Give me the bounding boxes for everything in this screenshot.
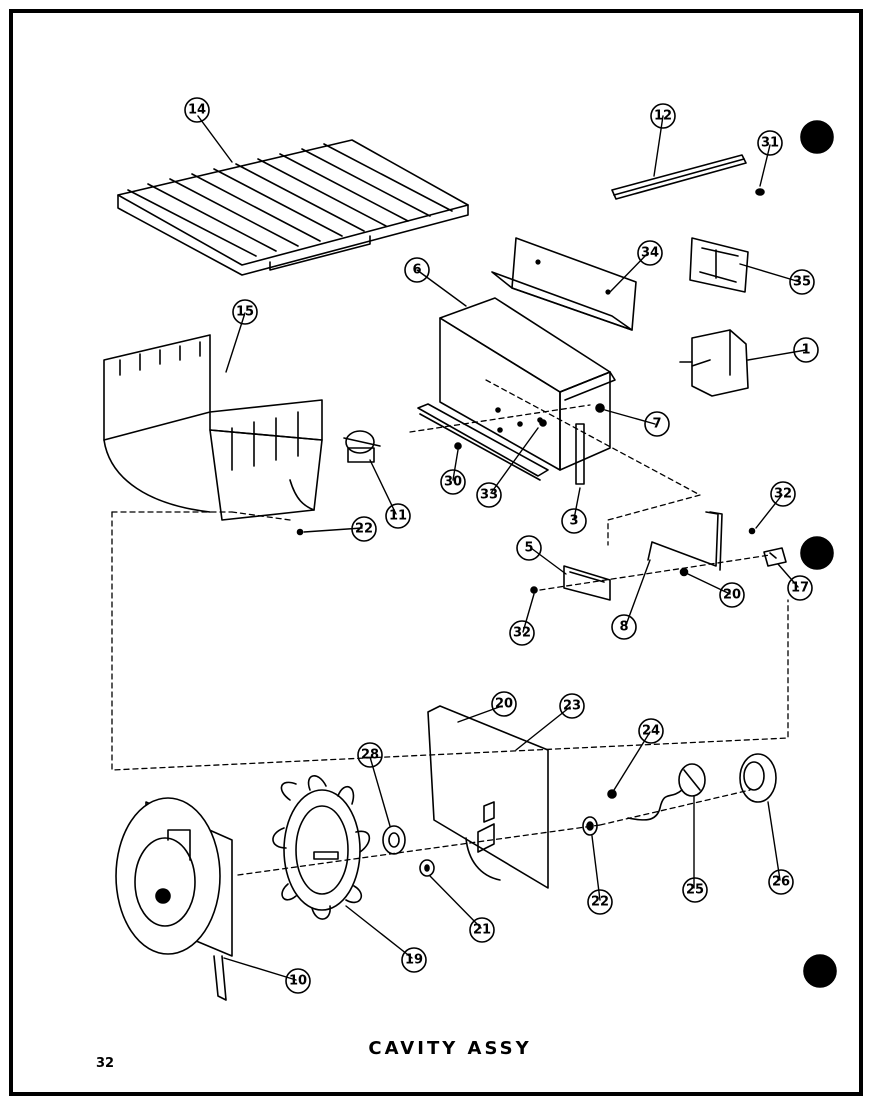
svg-text:28: 28 — [361, 748, 379, 763]
callout-28: 28 — [357, 742, 383, 768]
wire-heater-part — [647, 511, 723, 571]
svg-text:1: 1 — [801, 343, 810, 358]
grommet-22-part — [582, 816, 598, 836]
connector-part — [763, 547, 787, 567]
page-border — [9, 9, 863, 1096]
svg-text:22: 22 — [591, 895, 609, 910]
svg-text:32: 32 — [513, 626, 531, 641]
callout-31: 31 — [757, 130, 783, 156]
lamp-cover-part — [739, 753, 777, 803]
callout-32-right: 32 — [770, 481, 796, 507]
callout-25: 25 — [682, 877, 708, 903]
svg-text:26: 26 — [772, 875, 790, 890]
air-duct-part — [103, 334, 323, 521]
svg-text:19: 19 — [405, 953, 423, 968]
svg-text:7: 7 — [652, 417, 661, 432]
shelf-grille-part — [117, 139, 469, 276]
svg-text:8: 8 — [619, 620, 628, 635]
callout-7: 7 — [644, 411, 670, 437]
svg-text:34: 34 — [641, 246, 659, 261]
svg-text:20: 20 — [495, 697, 513, 712]
callout-23: 23 — [559, 693, 585, 719]
screw-32-right — [748, 527, 756, 535]
leader-lines — [197, 115, 807, 981]
callout-12: 12 — [650, 103, 676, 129]
callout-3: 3 — [561, 508, 587, 534]
nut-7 — [595, 403, 605, 413]
svg-text:3: 3 — [569, 514, 578, 529]
callout-22-lower: 22 — [587, 889, 613, 915]
screw-32-lower — [530, 586, 538, 594]
svg-text:10: 10 — [289, 974, 307, 989]
callout-20-lower: 20 — [491, 691, 517, 717]
vertical-strip-part — [575, 423, 585, 485]
screw-30 — [454, 442, 462, 450]
svg-text:22: 22 — [355, 522, 373, 537]
lamp-socket-part — [627, 763, 706, 821]
screw-33 — [539, 419, 547, 427]
callout-20-upper: 20 — [719, 582, 745, 608]
diagram-title: CAVITY ASSY — [368, 1038, 532, 1059]
washer-part — [419, 859, 435, 877]
housing-box-part — [439, 297, 616, 471]
svg-text:25: 25 — [686, 883, 704, 898]
mounting-rail-part — [417, 403, 549, 481]
registration-marks — [800, 120, 837, 988]
fan-blade-part — [272, 775, 371, 920]
svg-text:5: 5 — [524, 541, 533, 556]
svg-text:31: 31 — [761, 136, 779, 151]
clip-part — [689, 237, 749, 293]
callout-24: 24 — [638, 718, 664, 744]
angle-bracket-part — [491, 237, 637, 331]
thermostat-part — [343, 430, 381, 463]
svg-text:23: 23 — [563, 699, 581, 714]
svg-text:15: 15 — [236, 305, 254, 320]
nut-20-upper — [679, 567, 689, 577]
fan-housing-part — [115, 797, 233, 1001]
screw-22-top — [296, 528, 304, 536]
svg-text:12: 12 — [654, 109, 672, 124]
callout-bubbles: 14 12 31 34 35 6 15 1 7 11 30 33 3 22 32… — [184, 97, 819, 994]
svg-text:11: 11 — [389, 509, 407, 524]
heater-bracket-part — [563, 565, 611, 601]
svg-text:21: 21 — [473, 923, 491, 938]
callout-11: 11 — [385, 503, 411, 529]
callout-19: 19 — [401, 947, 427, 973]
callout-6: 6 — [404, 257, 430, 283]
assembly-guide-lines — [111, 379, 789, 876]
callout-14-grille: 14 — [184, 97, 210, 123]
svg-text:6: 6 — [412, 263, 421, 278]
callout-30: 30 — [440, 469, 466, 495]
svg-text:24: 24 — [642, 724, 660, 739]
callout-26: 26 — [768, 869, 794, 895]
callout-34: 34 — [637, 240, 663, 266]
bushing-part — [382, 825, 406, 855]
timer-motor-part — [679, 329, 749, 397]
callout-21: 21 — [469, 917, 495, 943]
page-number: 32 — [96, 1056, 115, 1071]
screw-31 — [755, 188, 765, 196]
callout-8: 8 — [611, 614, 637, 640]
svg-text:30: 30 — [444, 475, 462, 490]
callout-15: 15 — [232, 299, 258, 325]
callout-17: 17 — [787, 575, 813, 601]
svg-text:20: 20 — [723, 588, 741, 603]
grommet-24 — [607, 789, 617, 799]
callout-22-upper: 22 — [351, 516, 377, 542]
callout-35: 35 — [789, 269, 815, 295]
callout-32-lower: 32 — [509, 620, 535, 646]
callout-33: 33 — [476, 482, 502, 508]
svg-text:32: 32 — [774, 487, 792, 502]
svg-text:33: 33 — [480, 488, 498, 503]
callout-5: 5 — [516, 535, 542, 561]
callout-1: 1 — [793, 337, 819, 363]
svg-text:14: 14 — [188, 103, 206, 118]
trim-strip-part — [611, 154, 747, 200]
svg-text:35: 35 — [793, 275, 811, 290]
callout-10: 10 — [285, 968, 311, 994]
divider-plate-part — [427, 705, 549, 889]
svg-text:17: 17 — [791, 581, 809, 596]
